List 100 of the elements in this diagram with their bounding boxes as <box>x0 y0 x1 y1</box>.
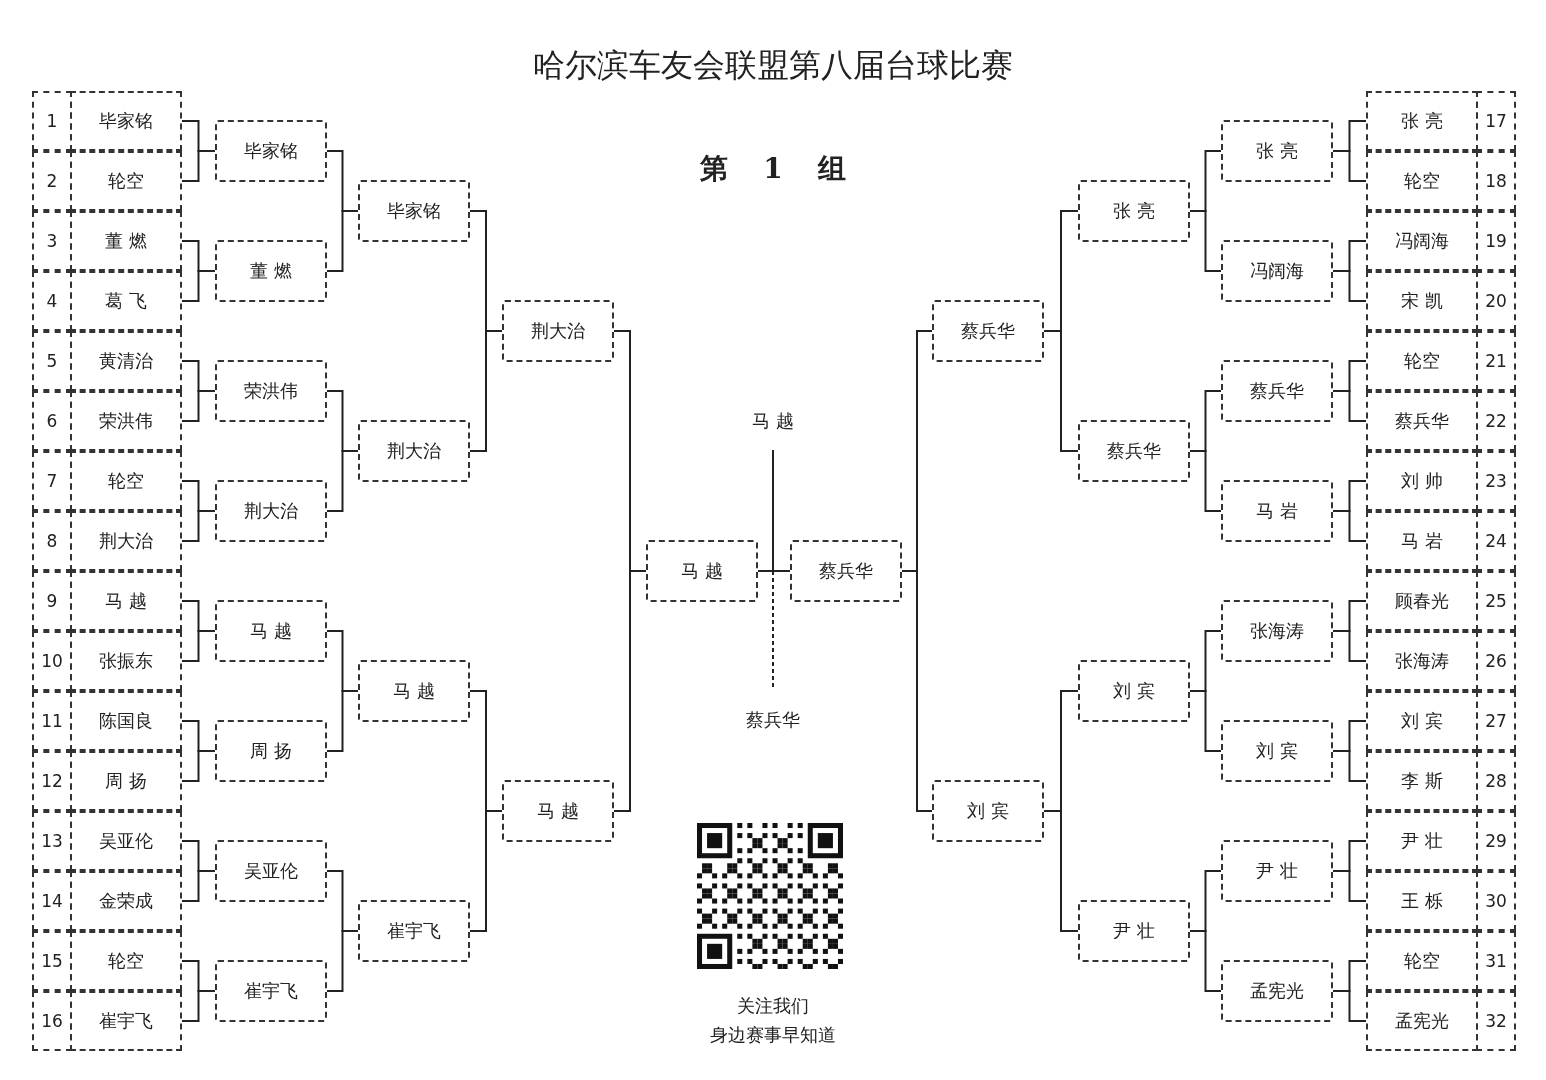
winner-box <box>1078 420 1190 482</box>
bracket-line <box>757 570 791 572</box>
follow-caption: 身边赛事早知道 <box>709 1023 837 1047</box>
winner-box <box>1221 600 1333 662</box>
bracket-line <box>469 330 503 452</box>
winner-box <box>1221 240 1333 302</box>
winner-box <box>358 180 470 242</box>
seed-number: 25 <box>1476 571 1516 631</box>
bracket-line <box>1189 930 1222 992</box>
winner-box <box>502 300 614 362</box>
player-name: 刘 宾 <box>967 799 1009 823</box>
player-cell <box>70 511 182 571</box>
seed-number: 1 <box>32 91 72 151</box>
seed-number: 28 <box>1476 751 1516 811</box>
player-name: 张海涛 <box>1395 649 1449 673</box>
seed-number: 13 <box>32 811 72 871</box>
bracket-line <box>326 210 359 272</box>
player-cell <box>1366 451 1478 511</box>
winner-box <box>1221 960 1333 1022</box>
player-name: 刘 宾 <box>1256 739 1298 763</box>
player-cell <box>1366 511 1478 571</box>
bracket-line <box>181 870 216 902</box>
player-cell <box>70 571 182 631</box>
player-name: 马 越 <box>537 799 579 823</box>
winner-box <box>358 420 470 482</box>
player-name: 董 燃 <box>105 229 147 253</box>
seed-number: 20 <box>1476 271 1516 331</box>
player-name: 孟宪光 <box>1250 979 1304 1003</box>
winner-box <box>215 840 327 902</box>
player-cell <box>1366 931 1478 991</box>
player-cell <box>70 331 182 391</box>
player-name: 宋 凯 <box>1401 289 1443 313</box>
player-name: 张 亮 <box>1401 109 1443 133</box>
player-name: 尹 壮 <box>1113 919 1155 943</box>
player-cell <box>70 691 182 751</box>
player-name: 轮空 <box>1404 949 1440 973</box>
winner-box <box>1221 120 1333 182</box>
player-name: 毕家铭 <box>387 199 441 223</box>
player-name: 黄清治 <box>99 349 153 373</box>
player-name: 蔡兵华 <box>1395 409 1449 433</box>
player-cell <box>70 871 182 931</box>
player-name: 马 越 <box>250 619 292 643</box>
player-cell <box>70 811 182 871</box>
bracket-line <box>1332 630 1367 662</box>
player-name: 张 亮 <box>1256 139 1298 163</box>
player-cell <box>1366 331 1478 391</box>
seed-number: 15 <box>32 931 72 991</box>
winner-box <box>1078 180 1190 242</box>
winner-box <box>1078 660 1190 722</box>
player-name: 张 亮 <box>1113 199 1155 223</box>
player-cell <box>1366 151 1478 211</box>
player-name: 孟宪光 <box>1395 1009 1449 1033</box>
bracket-line <box>1332 510 1367 542</box>
player-name: 尹 壮 <box>1401 829 1443 853</box>
player-cell <box>70 931 182 991</box>
player-name: 崔宇飞 <box>387 919 441 943</box>
seed-number: 22 <box>1476 391 1516 451</box>
player-name: 吴亚伦 <box>99 829 153 853</box>
player-name: 马 越 <box>105 589 147 613</box>
seed-number: 26 <box>1476 631 1516 691</box>
bracket-line <box>1189 690 1222 752</box>
winner-box <box>358 660 470 722</box>
player-name: 毕家铭 <box>244 139 298 163</box>
bracket-line <box>326 690 359 752</box>
seed-number: 23 <box>1476 451 1516 511</box>
player-cell <box>1366 811 1478 871</box>
player-cell <box>1366 691 1478 751</box>
player-cell <box>70 991 182 1051</box>
player-cell <box>1366 391 1478 451</box>
seed-number: 2 <box>32 151 72 211</box>
seed-number: 30 <box>1476 871 1516 931</box>
winner-box <box>932 780 1044 842</box>
seed-number: 18 <box>1476 151 1516 211</box>
seed-number: 27 <box>1476 691 1516 751</box>
player-name: 荣洪伟 <box>99 409 153 433</box>
player-name: 马 越 <box>681 559 723 583</box>
player-name: 荆大治 <box>244 499 298 523</box>
bracket-line <box>181 990 216 1022</box>
bracket-line <box>181 150 216 182</box>
player-cell <box>70 211 182 271</box>
winner-box <box>215 240 327 302</box>
player-name: 荆大治 <box>531 319 585 343</box>
winner-box <box>1078 900 1190 962</box>
player-name: 马 岩 <box>1256 499 1298 523</box>
player-name: 张振东 <box>99 649 153 673</box>
seed-number: 21 <box>1476 331 1516 391</box>
player-name: 金荣成 <box>99 889 153 913</box>
player-cell <box>1366 871 1478 931</box>
player-cell <box>1366 211 1478 271</box>
bracket-line <box>901 570 933 812</box>
player-name: 周 扬 <box>105 769 147 793</box>
seed-number: 19 <box>1476 211 1516 271</box>
player-name: 马 岩 <box>1401 529 1443 553</box>
player-cell <box>1366 991 1478 1051</box>
player-name: 刘 宾 <box>1401 709 1443 733</box>
player-name: 董 燃 <box>250 259 292 283</box>
seed-number: 8 <box>32 511 72 571</box>
player-name: 张海涛 <box>1250 619 1304 643</box>
player-cell <box>70 751 182 811</box>
player-name: 葛 飞 <box>105 289 147 313</box>
